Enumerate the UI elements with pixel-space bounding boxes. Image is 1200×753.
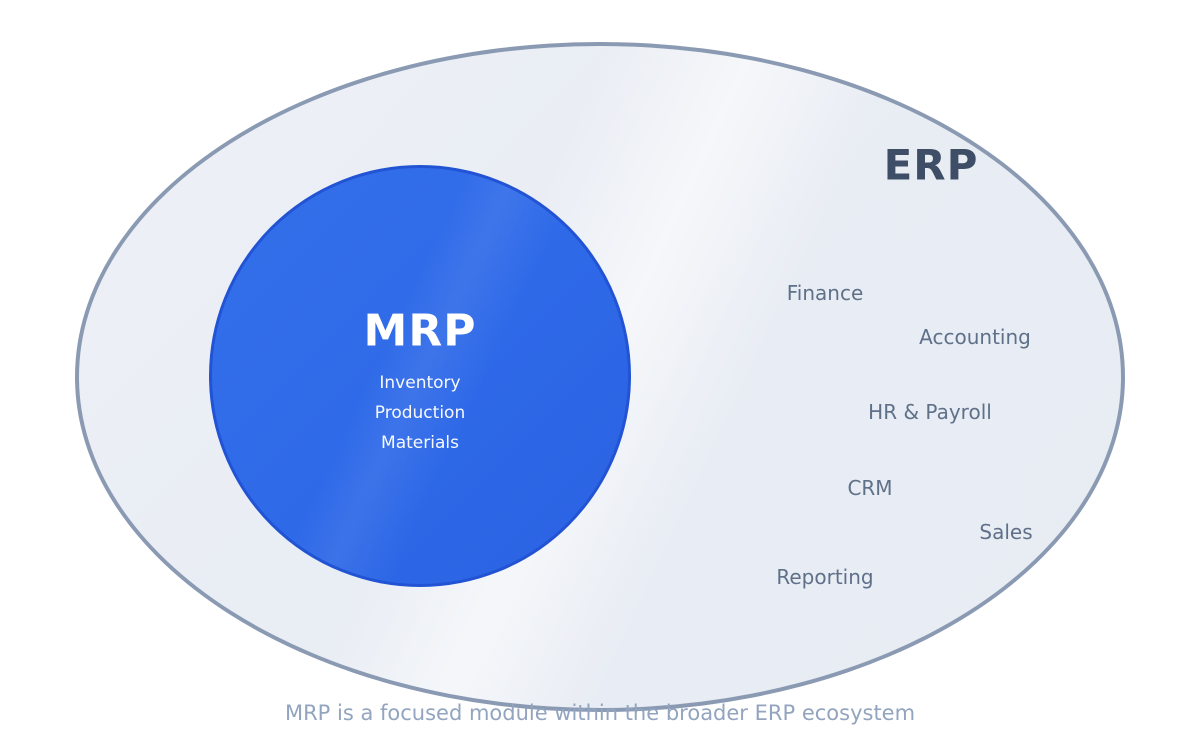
erp-module-sales: Sales — [979, 520, 1033, 544]
erp-module-hr-payroll: HR & Payroll — [868, 400, 992, 424]
erp-module-crm: CRM — [847, 476, 893, 500]
erp-module-reporting: Reporting — [776, 565, 874, 589]
diagram-caption: MRP is a focused module within the broad… — [284, 701, 916, 725]
mrp-label: MRP — [363, 305, 477, 357]
erp-module-finance: Finance — [786, 281, 864, 305]
erp-ellipse — [75, 42, 1125, 712]
erp-module-accounting: Accounting — [919, 325, 1031, 349]
mrp-item-materials: Materials — [381, 433, 459, 453]
mrp-item-production: Production — [374, 403, 466, 423]
mrp-item-inventory: Inventory — [379, 373, 461, 393]
mrp-circle — [209, 165, 631, 587]
erp-label: ERP — [883, 140, 979, 190]
mrp-items-list: Inventory Production Materials — [375, 368, 465, 458]
